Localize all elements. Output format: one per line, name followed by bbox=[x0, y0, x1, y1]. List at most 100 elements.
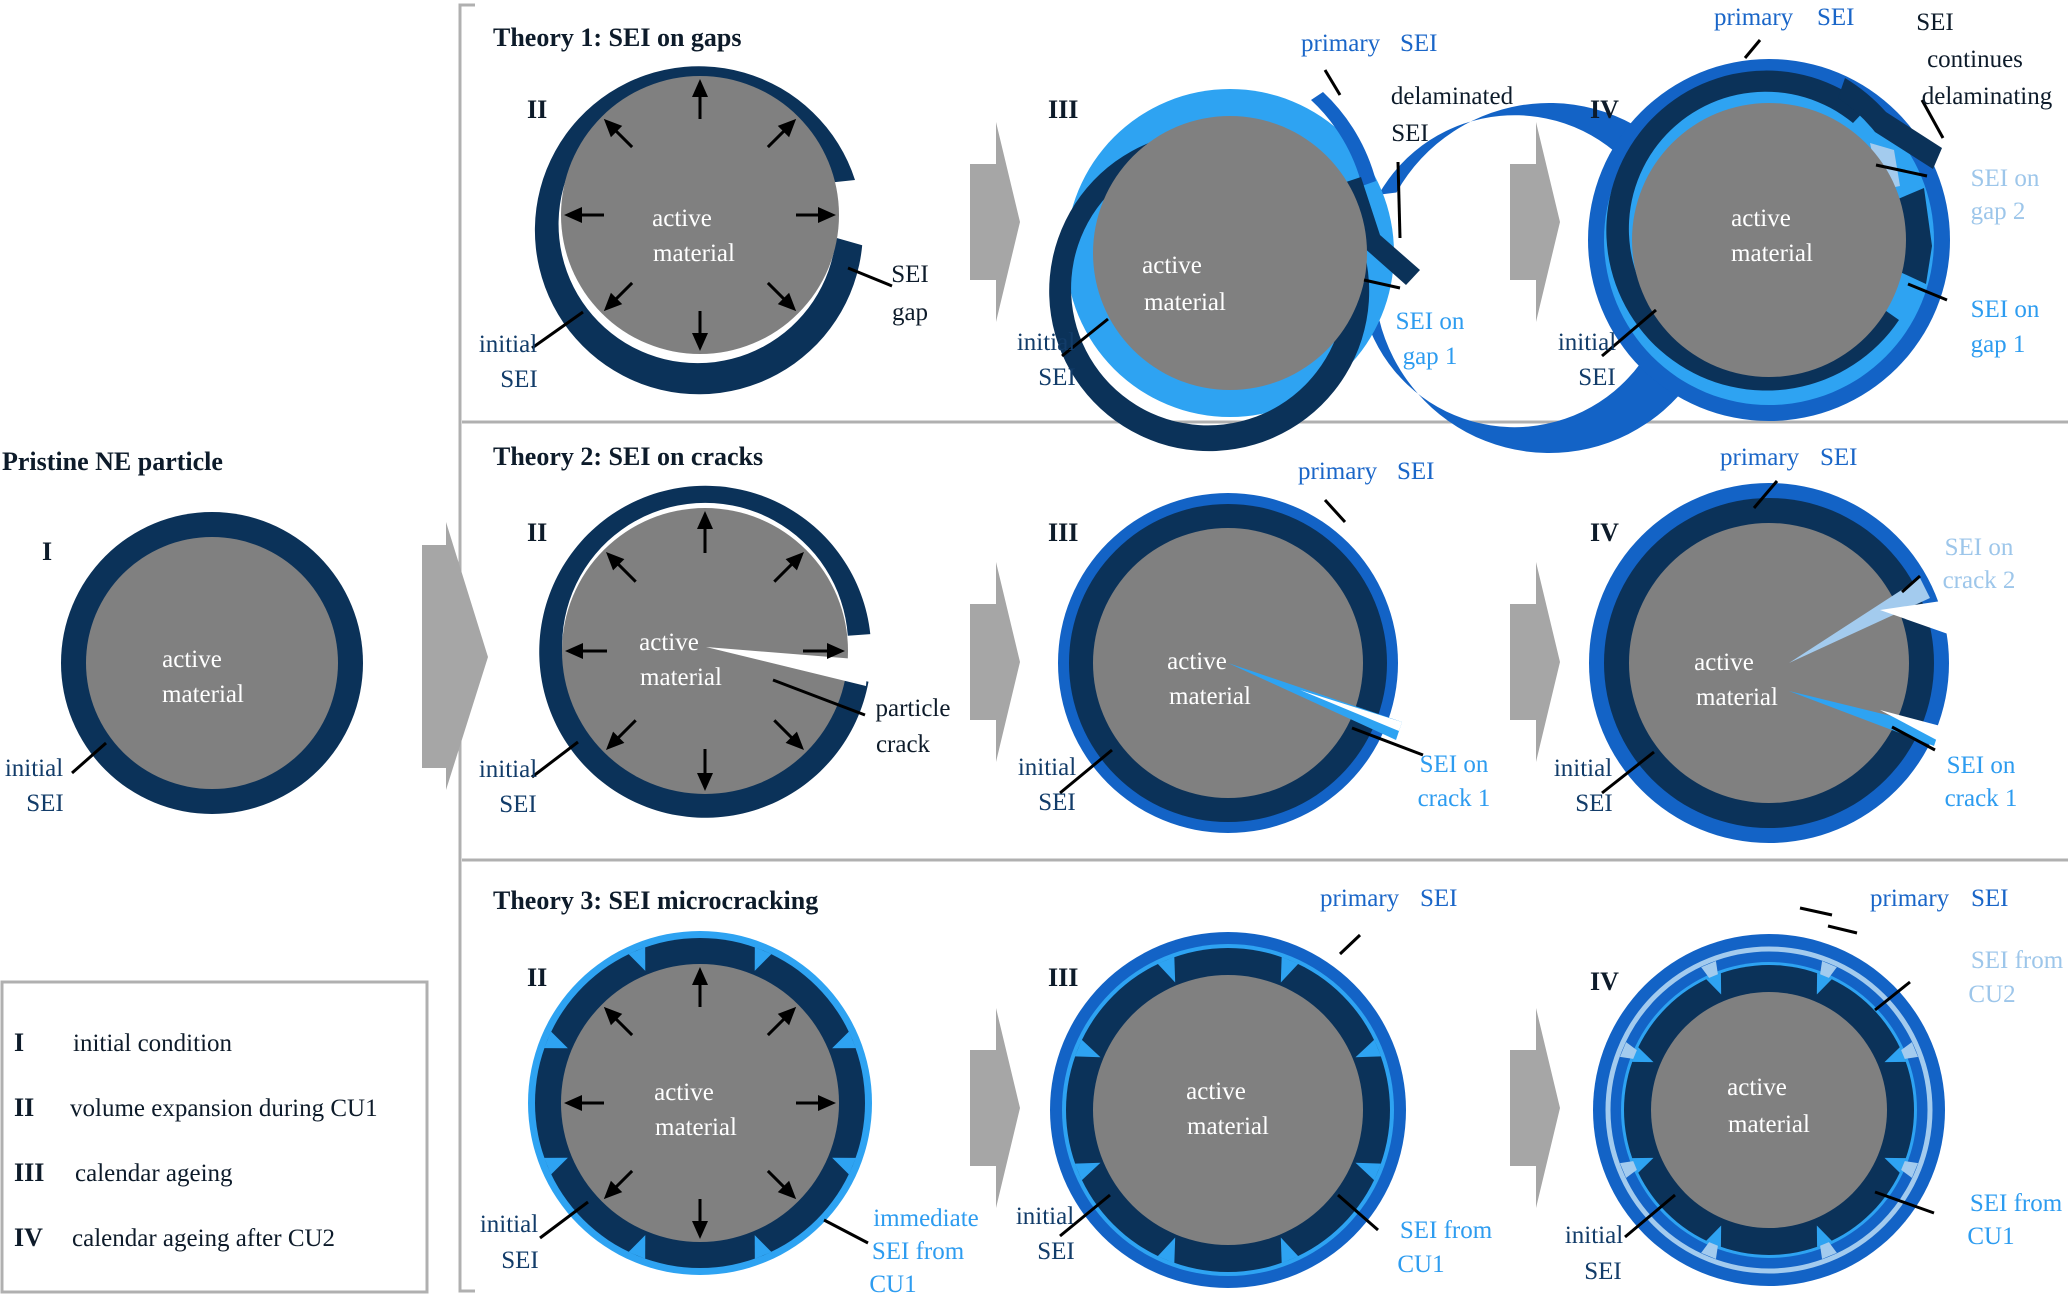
microcrack-wedge bbox=[1355, 1039, 1382, 1058]
expansion-arrow-head bbox=[603, 118, 623, 138]
primary-sei-label: primary bbox=[1870, 885, 1950, 912]
primary-sei-label: SEI bbox=[1397, 458, 1435, 485]
sei-on-gap-2-label: SEI on bbox=[1971, 165, 2040, 192]
roman-label-iii: III bbox=[1048, 963, 1078, 992]
expansion-arrow-head bbox=[692, 1221, 708, 1239]
microcrack-wedge-cu1 bbox=[1706, 1225, 1722, 1248]
expansion-arrow-head bbox=[697, 773, 713, 791]
roman-label-i: I bbox=[42, 537, 52, 566]
initial-sei-label: SEI bbox=[1578, 364, 1616, 391]
legend-roman-ii: II bbox=[14, 1093, 34, 1122]
active-material-label: active bbox=[1731, 205, 1791, 232]
legend-text-iii: calendar ageing bbox=[75, 1160, 233, 1187]
sei-on-crack-1-label: SEI on bbox=[1420, 751, 1489, 778]
particle-t1-iv bbox=[1588, 59, 1950, 421]
initial-sei-label: SEI bbox=[501, 1247, 539, 1274]
active-material-label: active bbox=[1167, 648, 1227, 675]
expansion-arrow-head bbox=[777, 118, 797, 138]
primary-sei-label: primary bbox=[1320, 885, 1400, 912]
active-material-label: material bbox=[655, 1114, 737, 1141]
process-arrow-t2-iii-iv bbox=[1510, 562, 1560, 762]
crack-1-opening bbox=[1300, 690, 1402, 731]
active-material-label: material bbox=[1187, 1113, 1269, 1140]
process-arrow-t1-iii-iv bbox=[1510, 122, 1560, 322]
expansion-arrow-head bbox=[827, 643, 845, 659]
primary-sei-label: primary bbox=[1298, 458, 1378, 485]
particle-i-pristine bbox=[61, 512, 363, 814]
microcrack-wedge bbox=[544, 1157, 568, 1175]
process-arrow-t3-iii-iv bbox=[1510, 1008, 1560, 1208]
immediate-sei-label: SEI from bbox=[872, 1238, 965, 1265]
microcrack-wedge-cu1 bbox=[1884, 1047, 1907, 1063]
microcrack-wedge bbox=[1280, 956, 1299, 983]
legend-roman-iii: III bbox=[14, 1158, 44, 1187]
initial-sei-label: initial bbox=[480, 1211, 538, 1238]
active-material-label: material bbox=[1144, 289, 1226, 316]
active-material-label: active bbox=[1694, 649, 1754, 676]
expansion-arrow-head bbox=[603, 292, 623, 312]
active-material-label: material bbox=[1728, 1111, 1810, 1138]
primary-sei-label: primary bbox=[1714, 4, 1794, 31]
microcrack-wedge bbox=[832, 1157, 856, 1175]
legend-text-ii: volume expansion during CU1 bbox=[70, 1095, 378, 1122]
sei-on-crack-2-label: crack 2 bbox=[1943, 567, 2016, 594]
sei-from-cu1-label: CU1 bbox=[1967, 1223, 2014, 1250]
roman-label-ii: II bbox=[527, 95, 547, 124]
delaminating-flap bbox=[1838, 78, 1942, 169]
primary-sei-label: SEI bbox=[1820, 444, 1858, 471]
initial-sei-label: initial bbox=[1016, 1203, 1074, 1230]
microcrack-wedge-cu1 bbox=[1631, 1157, 1654, 1173]
expansion-arrow-head bbox=[603, 1180, 623, 1200]
roman-label-ii: II bbox=[527, 518, 547, 547]
sei-on-crack-1-label: crack 1 bbox=[1945, 785, 2018, 812]
legend-roman-iv: IV bbox=[14, 1223, 43, 1252]
initial-sei-label: SEI bbox=[26, 790, 64, 817]
delaminated-sei-flap bbox=[1311, 92, 1376, 186]
process-arrow-t1-ii-iii bbox=[970, 122, 1020, 322]
process-arrow-t3-ii-iii bbox=[970, 1008, 1020, 1208]
microcrack-wedge bbox=[754, 1235, 772, 1259]
expansion-arrow-head bbox=[697, 511, 713, 529]
primary-sei-label: SEI bbox=[1420, 885, 1458, 912]
sei-on-crack-1-label: crack 1 bbox=[1418, 785, 1491, 812]
legend-roman-i: I bbox=[14, 1028, 24, 1057]
initial-sei-label: initial bbox=[1018, 754, 1076, 781]
legend-text-i: initial condition bbox=[73, 1030, 233, 1057]
roman-label-iv: IV bbox=[1590, 518, 1619, 547]
active-material-label: active bbox=[1142, 252, 1202, 279]
expansion-arrow-head bbox=[785, 552, 804, 571]
initial-sei-label: initial bbox=[1554, 755, 1612, 782]
initial-sei-label: initial bbox=[479, 756, 537, 783]
active-material-core bbox=[1651, 992, 1887, 1228]
expansion-arrow-head bbox=[692, 333, 708, 351]
sei-from-cu2-layer bbox=[1605, 946, 1933, 1274]
particle-t1-iii bbox=[1049, 89, 1725, 453]
active-material-label: active bbox=[1727, 1074, 1787, 1101]
microcrack-wedge bbox=[1157, 1237, 1176, 1264]
sei-from-cu2-label: CU2 bbox=[1968, 981, 2015, 1008]
particle-t2-iv bbox=[1589, 483, 1949, 843]
legend-box bbox=[0, 980, 429, 1294]
initial-sei-label: SEI bbox=[499, 791, 537, 818]
particle-t3-iii bbox=[1050, 932, 1406, 1288]
expansion-arrow-head bbox=[564, 207, 582, 223]
expansion-arrow-head bbox=[818, 1095, 836, 1111]
delaminated-sei-label: SEI bbox=[1391, 120, 1429, 147]
immediate-sei-label: immediate bbox=[873, 1205, 979, 1232]
initial-sei-label: SEI bbox=[500, 366, 538, 393]
primary-sei-label: primary bbox=[1720, 444, 1800, 471]
theory-1-title: Theory 1: SEI on gaps bbox=[493, 23, 742, 52]
microcrack-wedge-cu1 bbox=[1884, 1157, 1907, 1173]
delaminated-sei-flap-core bbox=[1343, 177, 1420, 285]
microcrack-wedge bbox=[1074, 1162, 1101, 1181]
sei-on-gap-1-label: gap 1 bbox=[1403, 343, 1458, 370]
delaminated-sei-label: delaminated bbox=[1391, 83, 1514, 110]
gap-2-flap bbox=[1898, 188, 1932, 284]
initial-sei-label: SEI bbox=[1037, 1238, 1075, 1265]
initial-sei-label: initial bbox=[479, 331, 537, 358]
initial-sei-label: initial bbox=[5, 755, 63, 782]
particle-crack-label: crack bbox=[876, 731, 931, 758]
crack-1-gap bbox=[1880, 710, 1948, 746]
initial-sei-label: SEI bbox=[1575, 790, 1613, 817]
